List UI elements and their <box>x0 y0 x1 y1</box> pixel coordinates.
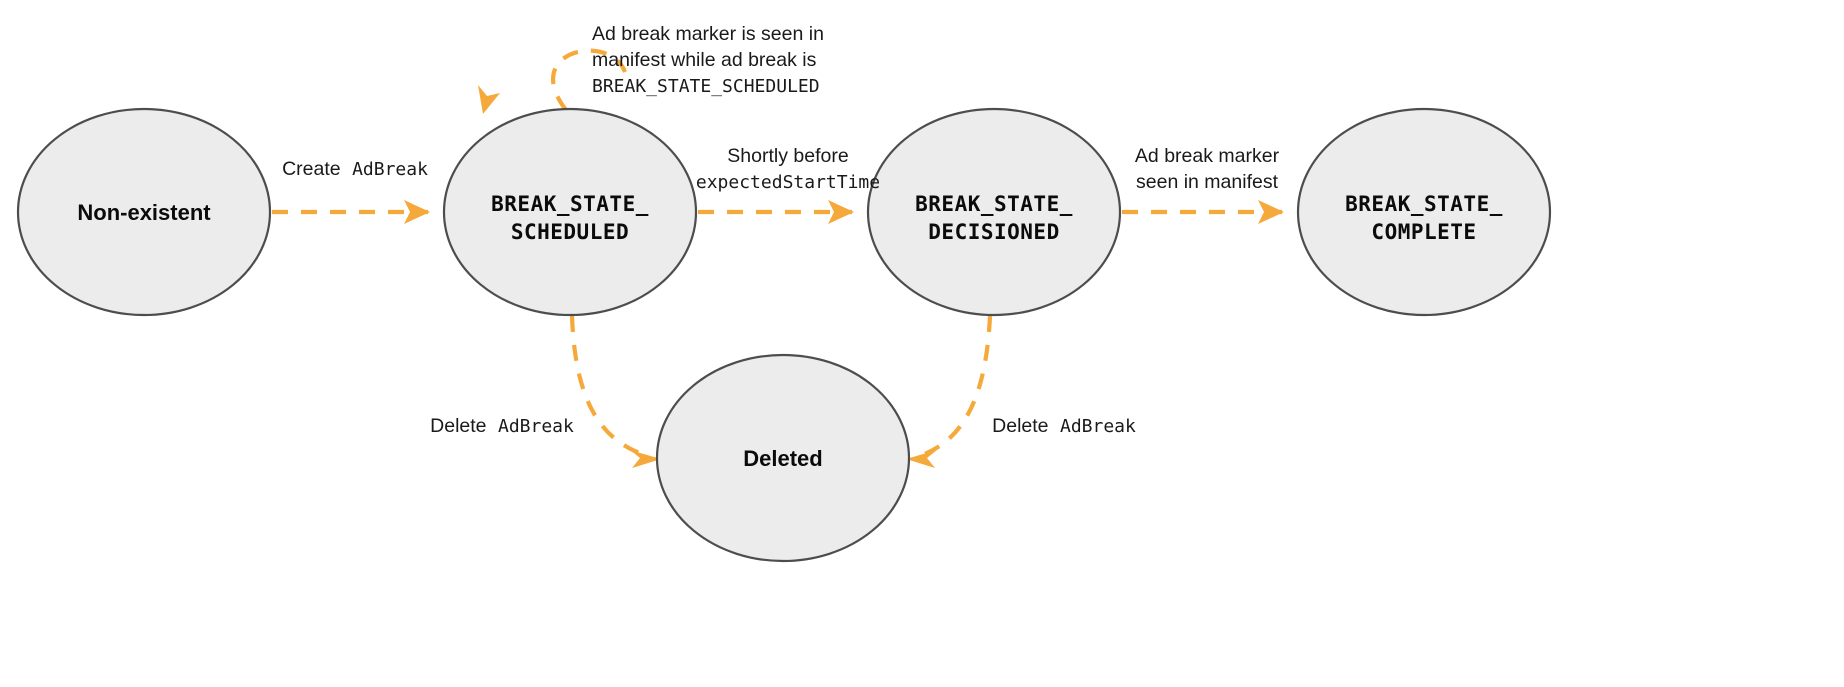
edge-labels-layer: Create AdBreak Ad break marker is seen i… <box>282 23 1279 437</box>
node-break-state-decisioned-shape <box>866 107 1122 317</box>
node-break-state-scheduled-label-line2: SCHEDULED <box>511 220 629 244</box>
node-deleted[interactable]: Deleted <box>655 353 911 563</box>
edge-scheduled-self-loop-path <box>550 48 627 112</box>
edge-label-delete-from-decisioned: Delete AdBreak <box>992 415 1136 437</box>
edge-label-self-loop-line1: Ad break marker is seen in <box>592 23 824 45</box>
edge-delete-from-decisioned-path <box>921 315 993 457</box>
edge-label-create-adbreak-text: Create AdBreak <box>282 158 428 180</box>
edge-shortly-before-arrowhead <box>828 200 854 224</box>
edge-label-delete-right-object: AdBreak <box>1060 416 1136 437</box>
edge-delete-from-decisioned-arrowhead <box>906 450 937 468</box>
edge-label-marker-seen-in-manifest: Ad break marker seen in manifest <box>1135 145 1280 193</box>
edge-delete-from-scheduled[interactable] <box>569 315 661 468</box>
node-deleted-label: Deleted <box>743 446 822 471</box>
edge-label-shortly-before-line1: Shortly before <box>727 145 848 167</box>
edge-label-create-adbreak: Create AdBreak <box>282 158 428 180</box>
edge-scheduled-self-loop[interactable] <box>478 48 627 114</box>
node-break-state-complete-shape <box>1296 107 1552 317</box>
edge-label-marker-seen-line2: seen in manifest <box>1136 171 1279 193</box>
node-break-state-scheduled[interactable]: BREAK_STATE_ SCHEDULED <box>442 107 698 317</box>
edge-label-delete-left-text: Delete AdBreak <box>430 415 574 437</box>
edge-label-self-loop-line3: BREAK_STATE_SCHEDULED <box>592 76 820 97</box>
node-non-existent[interactable]: Non-existent <box>16 107 272 317</box>
edge-scheduled-self-loop-arrowhead <box>478 85 500 114</box>
edge-label-create-adbreak-verb: Create <box>282 158 341 180</box>
node-break-state-complete[interactable]: BREAK_STATE_ COMPLETE <box>1296 107 1552 317</box>
edge-label-create-adbreak-object: AdBreak <box>352 159 428 180</box>
edge-delete-from-scheduled-arrowhead <box>630 450 661 468</box>
edge-label-delete-right-text: Delete AdBreak <box>992 415 1136 437</box>
edge-label-delete-left-verb: Delete <box>430 415 486 437</box>
edge-delete-from-decisioned[interactable] <box>906 315 993 468</box>
edges-layer <box>272 48 1284 468</box>
edge-delete-from-scheduled-path <box>569 315 646 457</box>
node-non-existent-label: Non-existent <box>77 200 211 225</box>
edge-create-adbreak-arrowhead <box>404 200 430 224</box>
edge-shortly-before[interactable] <box>698 200 854 224</box>
node-break-state-scheduled-label-line1: BREAK_STATE_ <box>491 192 649 216</box>
node-break-state-decisioned-label-line2: DECISIONED <box>928 220 1059 244</box>
edge-label-marker-seen-line1: Ad break marker <box>1135 145 1280 167</box>
edge-label-delete-from-scheduled: Delete AdBreak <box>430 415 574 437</box>
edge-label-shortly-before-line2: expectedStartTime <box>696 172 880 193</box>
node-break-state-decisioned[interactable]: BREAK_STATE_ DECISIONED <box>866 107 1122 317</box>
edge-marker-seen-in-manifest-arrowhead <box>1258 200 1284 224</box>
node-non-existent-shape <box>16 107 272 317</box>
node-break-state-decisioned-label-line1: BREAK_STATE_ <box>915 192 1073 216</box>
edge-label-delete-left-object: AdBreak <box>498 416 574 437</box>
edge-label-self-loop-line2: manifest while ad break is <box>592 49 817 71</box>
edge-label-delete-right-verb: Delete <box>992 415 1048 437</box>
edge-marker-seen-in-manifest[interactable] <box>1122 200 1284 224</box>
node-break-state-complete-label-line2: COMPLETE <box>1371 220 1476 244</box>
edge-label-shortly-before: Shortly before expectedStartTime <box>696 145 880 193</box>
node-break-state-complete-label-line1: BREAK_STATE_ <box>1345 192 1503 216</box>
node-deleted-shape <box>655 353 911 563</box>
edge-label-scheduled-self-loop: Ad break marker is seen in manifest whil… <box>592 23 824 97</box>
nodes-layer: Non-existent BREAK_STATE_ SCHEDULED BREA… <box>16 107 1552 563</box>
node-break-state-scheduled-shape <box>442 107 698 317</box>
edge-create-adbreak[interactable] <box>272 200 430 224</box>
